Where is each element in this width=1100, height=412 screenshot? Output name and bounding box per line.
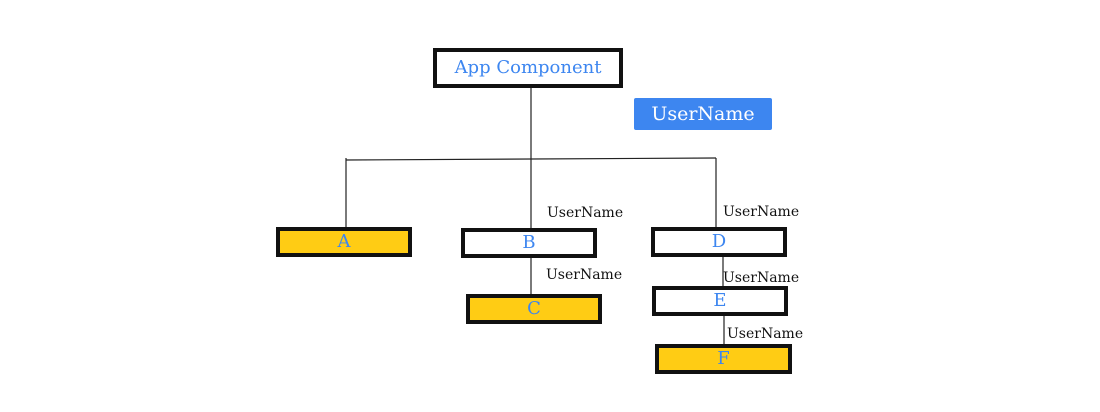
edge-label-d-to-e: UserName bbox=[723, 270, 800, 286]
edge-horizontal-bus bbox=[345, 157, 717, 161]
node-f-label: F bbox=[717, 348, 730, 369]
node-a: A bbox=[276, 227, 412, 257]
app-component-node: App Component bbox=[433, 48, 623, 88]
node-e-label: E bbox=[713, 290, 727, 311]
node-e: E bbox=[652, 286, 788, 316]
node-d: D bbox=[651, 227, 787, 257]
node-b-label: B bbox=[522, 232, 536, 253]
app-component-label: App Component bbox=[454, 57, 602, 78]
edge-label-b-to-c: UserName bbox=[546, 267, 623, 283]
edge-label-root-to-b: UserName bbox=[547, 205, 624, 221]
node-a-label: A bbox=[337, 231, 351, 252]
username-badge: UserName bbox=[634, 98, 772, 130]
node-c-label: C bbox=[527, 298, 541, 319]
edge-label-e-to-f: UserName bbox=[727, 326, 804, 342]
node-d-label: D bbox=[711, 231, 727, 252]
username-badge-label: UserName bbox=[651, 103, 755, 125]
node-b: B bbox=[461, 228, 597, 258]
edge-label-root-to-d: UserName bbox=[723, 204, 800, 220]
node-c: C bbox=[466, 294, 602, 324]
node-f: F bbox=[655, 344, 792, 374]
